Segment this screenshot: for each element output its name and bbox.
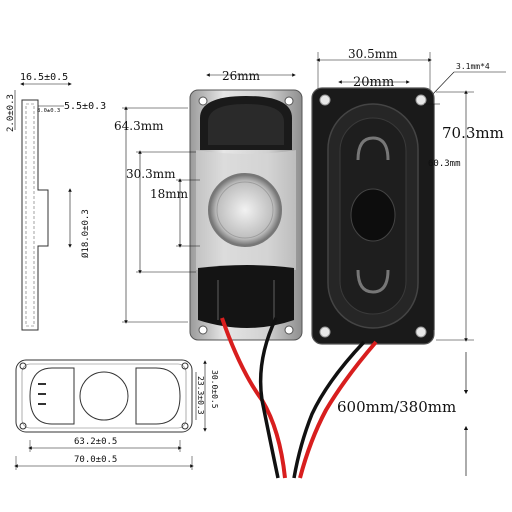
bottom-height-outer-label: 30.0±0.5	[210, 370, 219, 409]
front-lower-cone	[198, 265, 294, 328]
bottom-magnet	[79, 371, 129, 421]
bottom-width-inner-label: 63.2±0.5	[74, 437, 117, 447]
bottom-height-inner-label: 23.3±0.3	[196, 376, 205, 415]
front-wire-red	[220, 317, 287, 479]
back-wire-black	[292, 340, 366, 479]
back-view: 30.5mm 20mm 3.1mm*4 70.3mm 60.3mm 600mm/…	[292, 47, 506, 479]
bottom-hole-tr	[181, 362, 189, 370]
front-mid-height-label: 30.3mm	[126, 167, 176, 181]
bottom-hole-bl	[19, 422, 27, 430]
back-hole-label: 3.1mm*4	[456, 62, 490, 71]
back-hole-tl	[319, 94, 331, 106]
front-hole-br	[284, 325, 294, 335]
front-hole-bl	[198, 325, 208, 335]
side-small-label: 8.0±0.3	[37, 108, 60, 114]
cable-length-label: 600mm/380mm	[337, 398, 456, 416]
back-magnet-cap	[350, 188, 396, 242]
front-magnet-label: 18mm	[150, 187, 189, 201]
front-hole-tl	[198, 96, 208, 106]
back-total-height-label: 70.3mm	[442, 124, 504, 142]
back-width-inner-label: 20mm	[353, 75, 394, 90]
side-height-label: 2.0±0.3	[6, 94, 16, 132]
bottom-left-cone	[29, 367, 75, 425]
bottom-hole-br	[181, 422, 189, 430]
front-hole-tr	[284, 96, 294, 106]
bottom-hole-tl	[19, 362, 27, 370]
back-hole-br	[415, 326, 427, 338]
back-inner-height-label: 60.3mm	[428, 159, 461, 169]
bottom-outline	[15, 359, 193, 433]
front-magnet	[208, 173, 282, 247]
bottom-view: 30.0±0.5 23.3±0.3 63.2±0.5 70.0±0.5	[14, 359, 219, 470]
back-wire-red	[298, 340, 378, 479]
bottom-terminals	[38, 383, 46, 405]
back-width-outer-label: 30.5mm	[348, 47, 398, 61]
front-wire-black	[258, 317, 280, 479]
front-total-height-label: 64.3mm	[114, 119, 164, 133]
front-width-label: 26mm	[222, 69, 261, 83]
front-view: 26mm 64.3mm 30.3mm 18mm	[114, 69, 303, 479]
side-magnet-label: Ø18.0±0.3	[80, 209, 91, 258]
side-depth-label: 5.5±0.3	[64, 101, 106, 112]
back-hole-tr	[415, 94, 427, 106]
side-view: 16.5±0.5 2.0±0.3 8.0±0.3 5.5±0.3 Ø18.0±0…	[6, 72, 106, 331]
bottom-right-cone	[135, 367, 181, 425]
back-hole-bl	[319, 326, 331, 338]
side-width-label: 16.5±0.5	[20, 72, 68, 83]
bottom-width-outer-label: 70.0±0.5	[74, 455, 117, 465]
